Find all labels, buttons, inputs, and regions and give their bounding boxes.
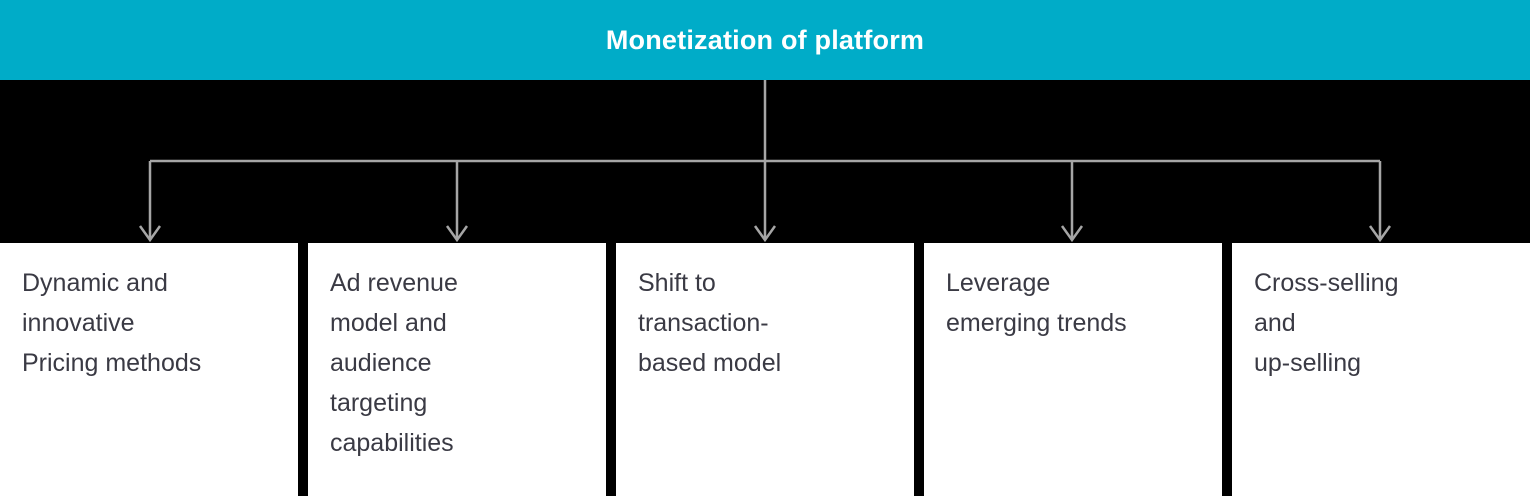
leaf-box-3[interactable]: Shift to transaction- based model [616,243,914,496]
leaf-box-5-label: Cross-selling and up-selling [1254,269,1399,377]
arrowhead-icon-2 [445,225,469,243]
leaf-box-row: Dynamic and innovative Pricing methods A… [0,243,1530,496]
arrowhead-icon-3 [753,225,777,243]
arrowhead-icon-4 [1060,225,1084,243]
leaf-box-4[interactable]: Leverage emerging trends [924,243,1222,496]
leaf-box-2-label: Ad revenue model and audience targeting … [330,269,458,457]
leaf-box-1-label: Dynamic and innovative Pricing methods [22,269,202,377]
arrowhead-icon-1 [138,225,162,243]
diagram-root-node: Monetization of platform [0,0,1530,80]
page-title: Monetization of platform [605,24,925,55]
leaf-box-5[interactable]: Cross-selling and up-selling [1232,243,1530,496]
arrowhead-icon-5 [1368,225,1392,243]
leaf-box-2[interactable]: Ad revenue model and audience targeting … [308,243,606,496]
leaf-box-4-label: Leverage emerging trends [946,269,1127,337]
leaf-box-1[interactable]: Dynamic and innovative Pricing methods [0,243,298,496]
leaf-box-3-label: Shift to transaction- based model [638,269,782,377]
